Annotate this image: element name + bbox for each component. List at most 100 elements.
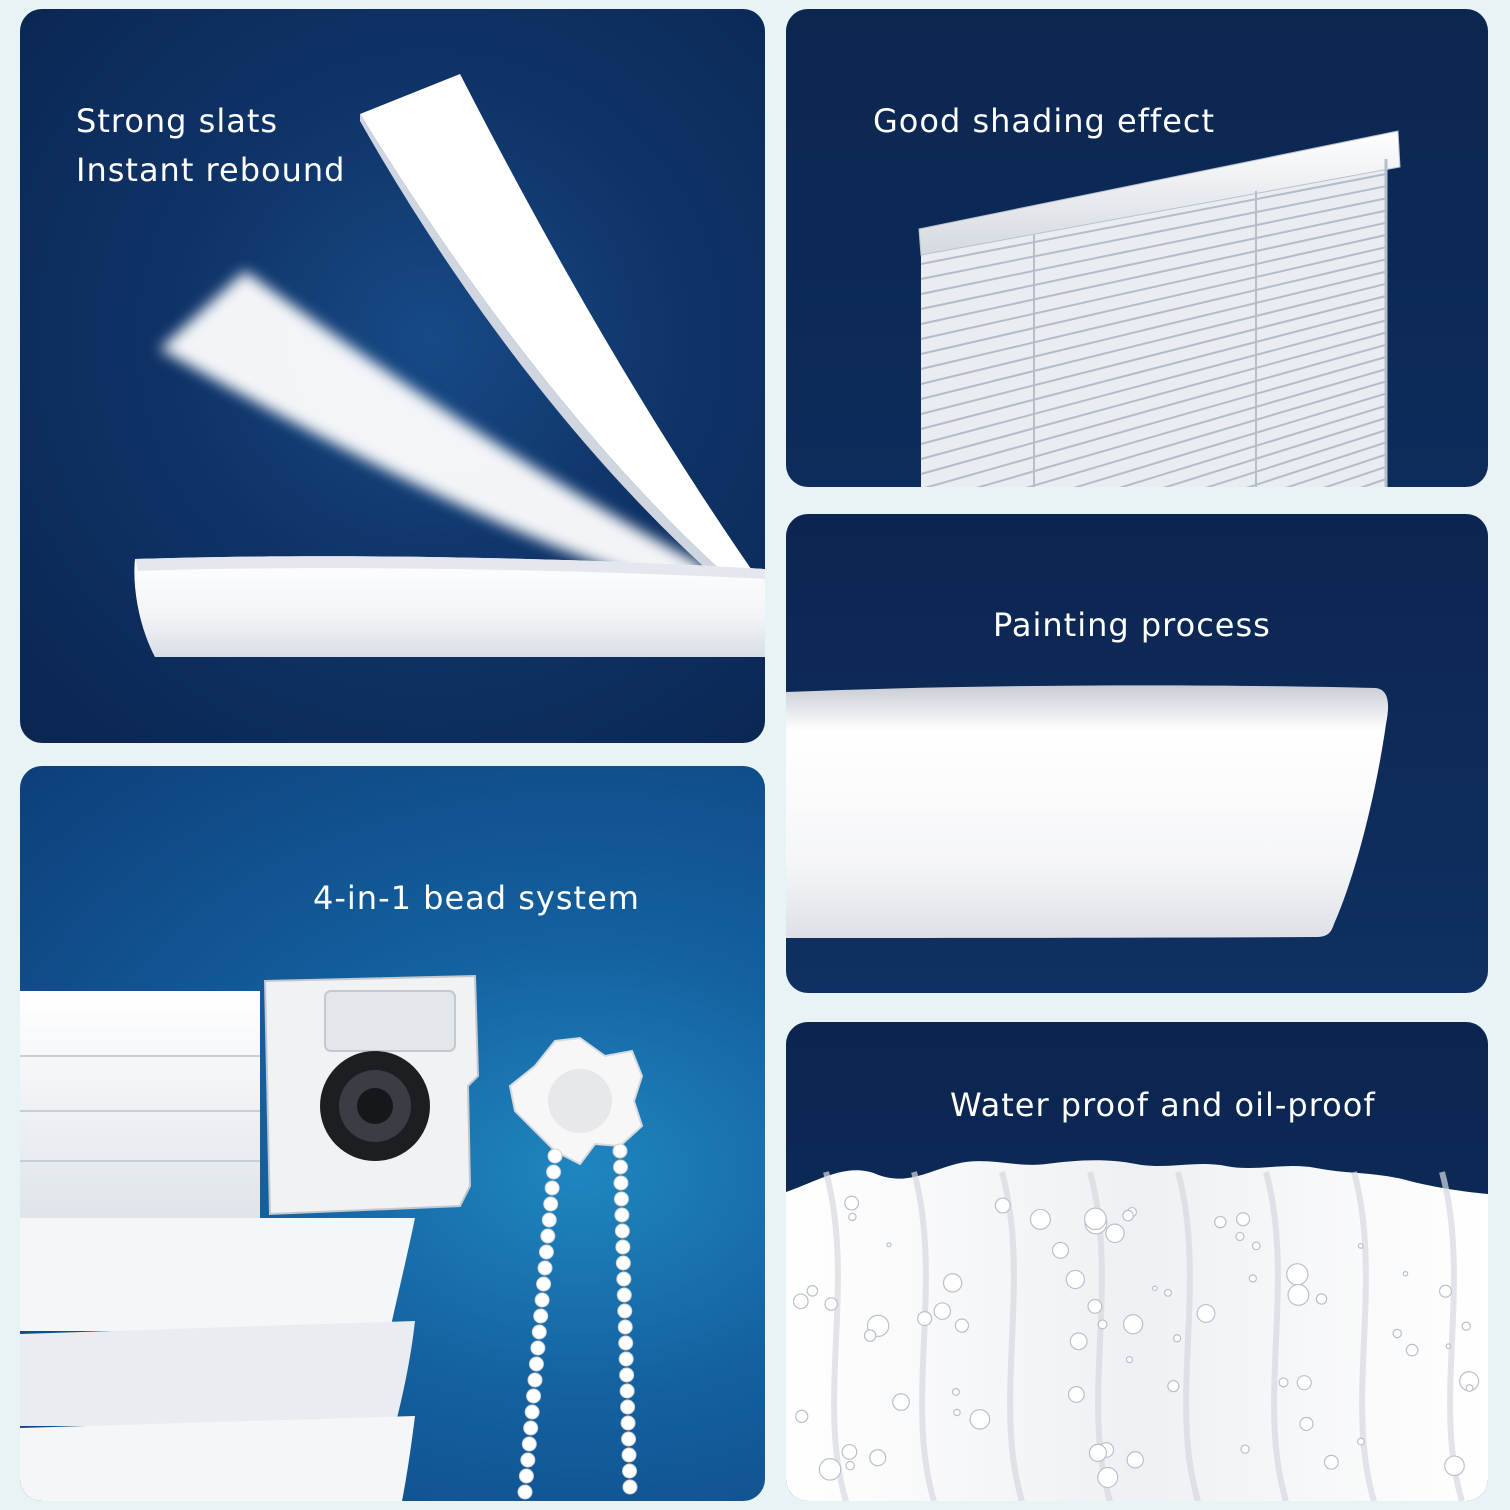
bead [622, 1479, 638, 1495]
water-droplet [1278, 1377, 1289, 1388]
water-droplet [1461, 1321, 1471, 1331]
bead-chain [517, 1143, 638, 1500]
water-droplets [792, 1195, 1480, 1489]
flat-slat [134, 556, 765, 657]
water-droplet [1235, 1212, 1251, 1227]
bead [533, 1308, 549, 1324]
blind-slat-line [1025, 380, 1387, 487]
water-droplet [1214, 1215, 1227, 1229]
bead-system-panel: 4-in-1 bead system [20, 766, 765, 1501]
bead [541, 1212, 557, 1228]
bead [536, 1276, 552, 1292]
water-droplet [1097, 1466, 1119, 1489]
blind-slat-line [920, 282, 1387, 400]
water-droplet [1152, 1285, 1158, 1292]
blind-slat-line [920, 270, 1387, 385]
bead [518, 1468, 534, 1484]
water-droplet [1357, 1242, 1364, 1249]
caption-bead-system: 4-in-1 bead system [313, 879, 640, 917]
water-droplet [1122, 1209, 1134, 1222]
water-droplet [1296, 1375, 1312, 1391]
flexing-slats-illustration [134, 74, 765, 657]
water-droplet [1444, 1455, 1465, 1477]
bead [612, 1143, 628, 1159]
water-droplet [1405, 1343, 1419, 1357]
water-droplet [1356, 1437, 1365, 1446]
blind-slats [920, 173, 1387, 487]
bead [614, 1223, 630, 1239]
blind-slat-line [920, 258, 1387, 370]
shading-panel: Good shading effect [786, 9, 1488, 487]
bead [620, 1399, 636, 1415]
motion-slat [160, 271, 710, 589]
water-droplet [1164, 1288, 1172, 1297]
water-droplet [1196, 1304, 1216, 1323]
bead [616, 1287, 632, 1303]
water-droplet [942, 1273, 963, 1293]
slat-seams [823, 1171, 1465, 1501]
strong-slats-panel: Strong slats Instant rebound [20, 9, 765, 743]
bead [621, 1431, 637, 1447]
blind-slat-line [920, 173, 1387, 265]
bead [527, 1372, 543, 1388]
caption-good-shading: Good shading effect [873, 102, 1216, 140]
slat-seam [1263, 1171, 1289, 1501]
water-droplet [1248, 1274, 1258, 1283]
blind-slat-line [920, 209, 1387, 310]
bead [540, 1228, 556, 1244]
water-droplet [1126, 1451, 1144, 1469]
water-droplet [994, 1197, 1011, 1214]
bead [612, 1159, 628, 1175]
bead [619, 1367, 635, 1383]
bead [620, 1415, 636, 1431]
blind-slat-line [920, 185, 1387, 280]
bead [621, 1447, 637, 1463]
water-droplet [792, 1293, 809, 1310]
venetian-blind-illustration [918, 130, 1401, 487]
water-droplet [848, 1212, 857, 1222]
slat-seam [1351, 1171, 1377, 1501]
water-droplet [1286, 1263, 1309, 1286]
blind-slat-line [920, 295, 1387, 415]
blind-slat-line [1285, 453, 1387, 487]
bead [521, 1436, 537, 1452]
water-droplet [1251, 1241, 1261, 1251]
caption-water-proof: Water proof and oil-proof [950, 1086, 1376, 1124]
blind-slat-line [1205, 429, 1387, 487]
water-droplet [841, 1443, 858, 1460]
water-droplet [1235, 1231, 1245, 1242]
water-droplet [933, 1302, 952, 1320]
bead [617, 1303, 633, 1319]
water-droplet [1097, 1319, 1108, 1330]
water-droplet [1323, 1454, 1339, 1470]
painting-panel: Painting process [786, 514, 1488, 993]
water-droplet [1122, 1314, 1144, 1335]
blind-slat-line [976, 368, 1387, 487]
water-droplet [1445, 1343, 1452, 1350]
bead [531, 1324, 547, 1340]
bead [520, 1452, 536, 1468]
bead [526, 1388, 542, 1404]
blind-slat-line [920, 221, 1387, 325]
bead [538, 1244, 554, 1260]
water-droplet [1402, 1270, 1409, 1277]
water-droplet [1240, 1444, 1250, 1454]
blind-slat-line [1118, 404, 1387, 487]
water-droplet [886, 1242, 892, 1248]
blind-slat-line [1162, 417, 1387, 487]
bead [613, 1191, 629, 1207]
bead [517, 1484, 533, 1500]
water-droplet [1088, 1443, 1108, 1463]
curling-slat [360, 74, 765, 609]
water-droplet [1087, 1298, 1103, 1314]
water-droplet [1167, 1380, 1180, 1393]
bead [547, 1148, 563, 1164]
painted-slat [786, 685, 1389, 938]
waterproof-panel: Water proof and oil-proof [786, 1022, 1488, 1501]
water-droplet [863, 1329, 877, 1342]
water-droplet [1287, 1283, 1310, 1306]
bead [528, 1356, 544, 1372]
water-droplet [1299, 1416, 1314, 1432]
water-droplet [951, 1387, 960, 1396]
water-droplet [869, 1449, 887, 1467]
